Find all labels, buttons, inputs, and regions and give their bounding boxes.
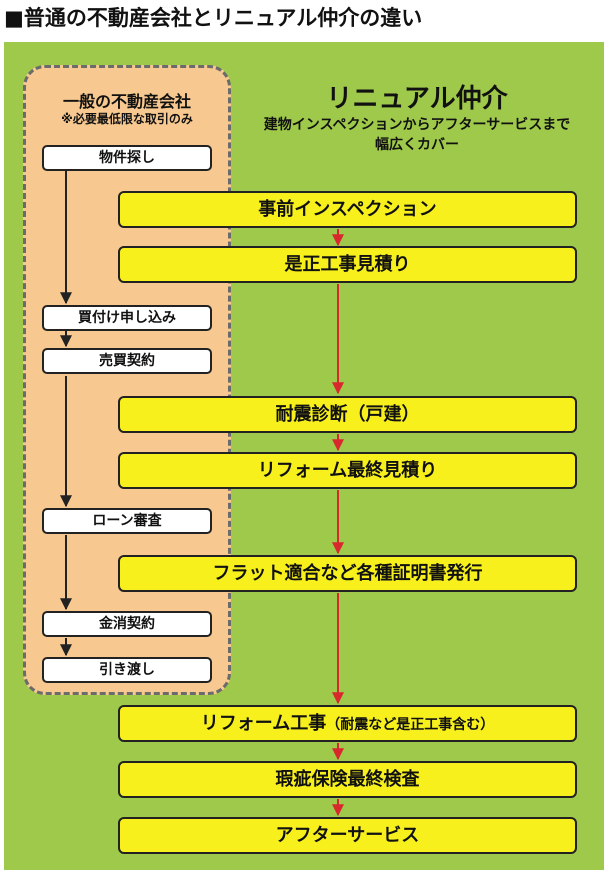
step-label: 事前インスペクション: [258, 199, 437, 220]
step-label: リフォーム最終見積り: [257, 460, 438, 481]
step-loan-contract: 金消契約: [42, 611, 212, 637]
step-sales-contract: 売買契約: [42, 348, 212, 374]
step-reform-final-estimate: リフォーム最終見積り: [118, 452, 577, 489]
step-label: 耐震診断（戸建）: [275, 404, 420, 425]
renewal-brokerage-subtitle-line1: 建物インスペクションからアフターサービスまで: [263, 117, 571, 133]
step-sublabel: （耐震など是正工事含む）: [326, 717, 495, 733]
general-company-subtitle: ※必要最低限な取引のみ: [61, 112, 193, 126]
step-pre-inspection: 事前インスペクション: [118, 191, 577, 228]
step-reform-construction: リフォーム工事（耐震など是正工事含む）: [118, 705, 577, 742]
step-after-service: アフターサービス: [118, 817, 577, 854]
page-title: ■普通の不動産会社とリニュアル仲介の違い: [4, 6, 423, 30]
step-label: 瑕疵保険最終検査: [275, 769, 420, 790]
renewal-brokerage-title: リニュアル仲介: [326, 84, 508, 114]
step-label: アフターサービス: [275, 825, 420, 846]
step-label: リフォーム工事: [200, 713, 327, 734]
step-certificate-issuance: フラット適合など各種証明書発行: [118, 555, 577, 592]
renewal-brokerage-subtitle-line2: 幅広くカバー: [375, 137, 459, 153]
step-loan-screening: ローン審査: [42, 508, 212, 534]
general-company-title: 一般の不動産会社: [62, 92, 191, 111]
step-label: 是正工事見積り: [284, 254, 411, 275]
step-defect-insurance-inspection: 瑕疵保険最終検査: [118, 761, 577, 798]
step-property-search: 物件探し: [42, 145, 212, 171]
step-seismic-diagnosis: 耐震診断（戸建）: [118, 396, 577, 433]
step-correction-estimate: 是正工事見積り: [118, 246, 577, 283]
step-label: フラット適合など各種証明書発行: [212, 563, 483, 584]
step-purchase-application: 買付け申し込み: [42, 305, 212, 331]
step-handover: 引き渡し: [42, 657, 212, 683]
